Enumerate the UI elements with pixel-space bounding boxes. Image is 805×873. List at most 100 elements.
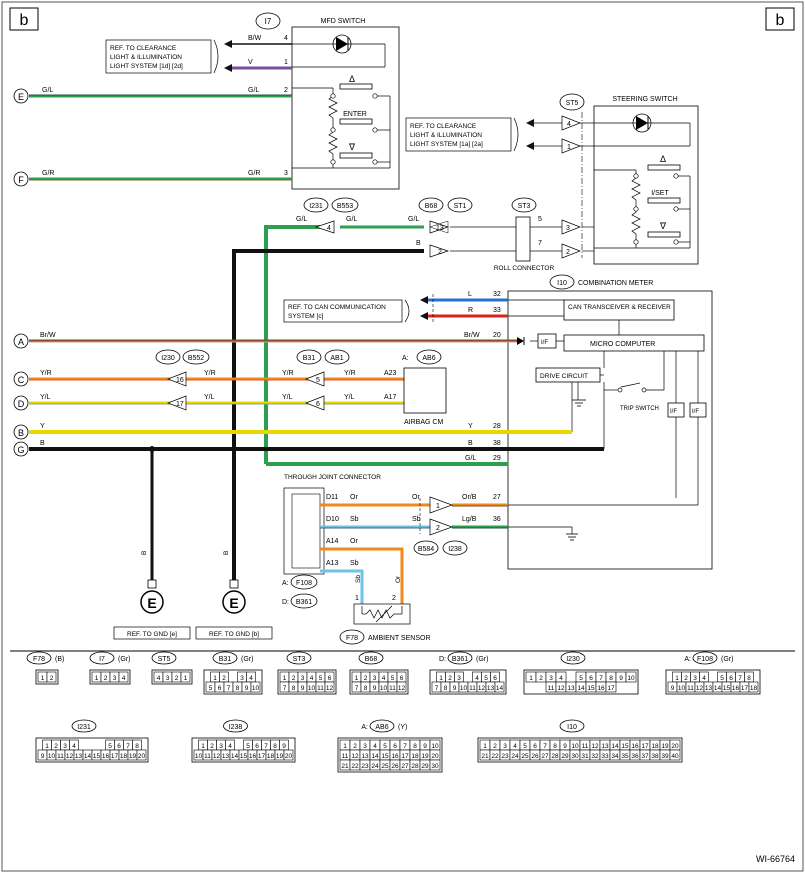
label-gl-e: G/L (42, 87, 53, 94)
connector-pin: 11 (342, 753, 349, 760)
connector-pin: 18 (750, 685, 758, 692)
mfd-clearance-ref: REF. TO CLEARANCE LIGHT & ILLUMINATION L… (105, 39, 219, 74)
ground-e-2: B E REF. TO GND [b] (195, 551, 273, 640)
connector-pin: 2 (353, 743, 357, 750)
conn-a-prefix: A: (282, 580, 289, 587)
label-yr-1: Y/R (40, 370, 52, 377)
connector-pin: 17 (258, 753, 266, 760)
connector-pin: 6 (589, 675, 593, 682)
connector-pin: 12 (213, 753, 221, 760)
label-yl-4: Y/L (344, 394, 355, 401)
mfd-switch-title: MFD SWITCH (321, 18, 366, 25)
connector-name: ST3 (293, 656, 306, 663)
connector-pin: 6 (729, 675, 733, 682)
connector-pin: 13 (487, 685, 495, 692)
f108-bubble: F108 (296, 580, 312, 587)
mfd-switch: I7 MFD SWITCH Δ ENTER ∇ (255, 12, 400, 190)
connector-pin: 21 (481, 753, 489, 760)
label-y-2: Y (468, 423, 473, 430)
label-orb: Or/B (462, 494, 477, 501)
connector-pin: 8 (292, 685, 296, 692)
connector-name: I231 (77, 724, 91, 731)
connector-pin: 12 (398, 685, 406, 692)
connector-pin: 13 (222, 753, 230, 760)
connector-pin: 4 (157, 675, 161, 682)
connector-pin: 5 (523, 743, 527, 750)
connector-pin: 2 (50, 675, 54, 682)
airbag-cm (403, 367, 447, 414)
connector-pin: 33 (601, 753, 609, 760)
connector-pin: 17 (401, 753, 409, 760)
connector-pin: 7 (599, 675, 603, 682)
label-sb-1: Sb (350, 516, 359, 523)
connector-pin: 5 (383, 743, 387, 750)
connector-pin: 31 (581, 753, 589, 760)
connector-pin: 9 (41, 753, 45, 760)
connector-pin: 10 (431, 743, 439, 750)
connector-pin: 8 (135, 743, 139, 750)
connector-pin: 4 (122, 675, 126, 682)
connector-pin: 6 (117, 743, 121, 750)
connector-pin: 8 (553, 743, 557, 750)
label-b-1: B (40, 440, 45, 447)
pin-32: 32 (493, 291, 501, 298)
connector-pin: 20 (431, 753, 439, 760)
connector-pin: 8 (444, 685, 448, 692)
terminal-d: D (13, 395, 29, 411)
connector-name: I7 (99, 656, 105, 663)
airbag-prefix: A: (402, 355, 409, 362)
connector-pin: 7 (403, 743, 407, 750)
connector-pin: 16 (102, 753, 110, 760)
connector-pin: 18 (651, 743, 659, 750)
connector-pin: 15 (587, 685, 595, 692)
connector-suffix: (Y) (398, 724, 407, 731)
connector-pin: 7 (283, 685, 287, 692)
connector-pin: 11 (389, 685, 396, 692)
connector-pin: 3 (63, 743, 67, 750)
connector-pin: 8 (273, 743, 277, 750)
terminal-b: B (13, 424, 29, 440)
connector-pin: 11 (469, 685, 476, 692)
pin-27: 27 (493, 494, 501, 501)
f78-bubble: F78 (346, 635, 358, 642)
connector-pin: 6 (328, 675, 332, 682)
connector-pin: 11 (57, 753, 64, 760)
b584-bubble: B584 (418, 546, 434, 553)
pin-a13: A13 (326, 560, 339, 567)
pin-mfd-3: 3 (284, 170, 288, 177)
ground-e-1: B E REF. TO GND [e] (113, 551, 191, 640)
pin-29: 29 (493, 455, 501, 462)
connector-pin: 15 (723, 685, 731, 692)
connector-name: AB6 (375, 724, 388, 731)
connector-pin: 3 (363, 743, 367, 750)
can-ref-line1: REF. TO CAN COMMUNICATION (288, 304, 386, 311)
steering-switch: ST5 STEERING SWITCH Δ I/SET ∇ (559, 93, 699, 265)
connector-pin: 36 (631, 753, 639, 760)
pin-i231-4: 4 (327, 225, 331, 232)
connector-pin: 10 (252, 685, 260, 692)
connector-pin: 11 (548, 685, 555, 692)
connector-name: B31 (219, 656, 232, 663)
connector-pin: 4 (249, 675, 253, 682)
pin-f78-2: 2 (392, 595, 396, 602)
connector-pin: 17 (111, 753, 119, 760)
connector-pin: 15 (240, 753, 248, 760)
mfd-ref-line1: REF. TO CLEARANCE (110, 45, 177, 52)
connector-pin: 24 (511, 753, 519, 760)
label-gl-e2: G/L (248, 87, 259, 94)
mfd-conn-label: I7 (265, 17, 272, 26)
connector-pin: 7 (543, 743, 547, 750)
connector-pin: 15 (621, 743, 629, 750)
connector-pin: 32 (591, 753, 599, 760)
label-b-roll: B (416, 240, 421, 247)
connector-suffix: (Gr) (476, 656, 488, 663)
connector-pin: 10 (678, 685, 686, 692)
mfd-ref-line3: LIGHT SYSTEM [1d] [2d] (110, 63, 183, 70)
